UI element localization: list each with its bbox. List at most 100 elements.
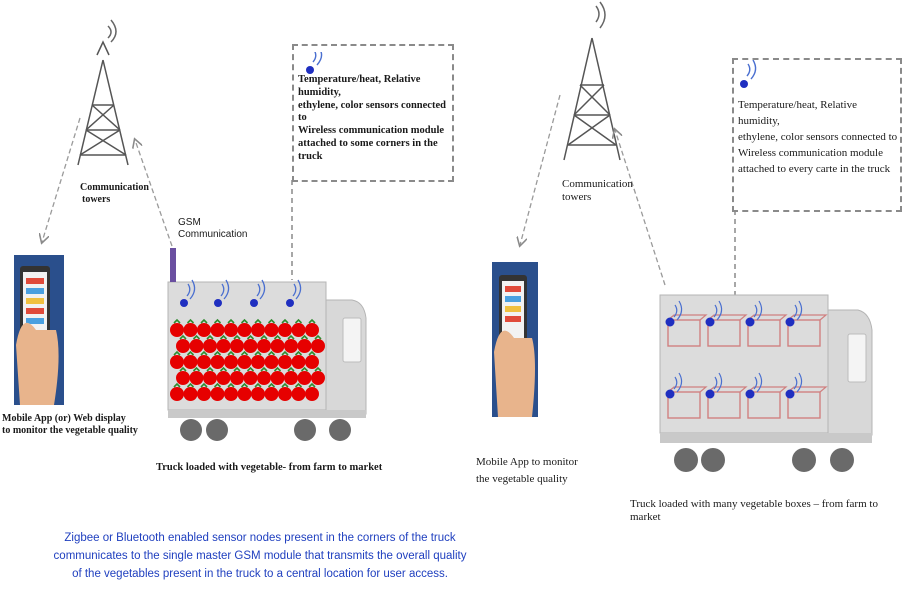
tomato-leaf (213, 382, 222, 388)
vegetable-box (747, 391, 781, 419)
tomato (189, 371, 204, 385)
sensor-node-icon (214, 299, 222, 307)
right-sensor-note-box (732, 58, 902, 212)
tomato-leaf (240, 382, 249, 388)
sensor-signal-icon (796, 372, 803, 393)
tomato-leaf (273, 334, 282, 340)
sensor-node-icon (705, 317, 715, 327)
tomato (311, 339, 325, 353)
tomato (170, 323, 184, 337)
tomato (237, 387, 252, 401)
tomato (278, 355, 292, 369)
tomato-leaf (281, 318, 289, 324)
sensor-signal-icon (189, 279, 196, 300)
right-sensor-note-line: attached to every carte in the truck (738, 162, 891, 175)
vegetable-box-lid (667, 314, 708, 321)
tomato (264, 355, 279, 369)
tomato-leaf (179, 366, 187, 372)
tomato (284, 371, 298, 385)
right-app-label: Mobile App to monitor the vegetable qual… (476, 454, 578, 487)
tomato (210, 355, 225, 369)
tomato-leaf (206, 366, 214, 372)
sensor-signal-icon (295, 279, 302, 300)
vegetable-box-lid (667, 386, 708, 393)
tomato (305, 355, 319, 369)
tomato-leaf (273, 366, 282, 372)
tomato (305, 387, 319, 401)
tomato (210, 323, 225, 337)
tomato (305, 323, 319, 337)
tomato (284, 339, 298, 353)
tomato-leaf (200, 318, 208, 324)
left-app-label: Mobile App (or) Web display to monitor t… (2, 413, 138, 437)
tomato (297, 339, 312, 353)
tomato (216, 371, 231, 385)
left-sensor-note: Temperature/heat, Relative humidity, eth… (298, 74, 450, 164)
tomato (183, 323, 198, 337)
tomato-leaf (308, 318, 316, 324)
vegetable-box (667, 391, 701, 419)
vegetable-box-lid (787, 386, 828, 393)
tomato-leaf (206, 334, 214, 340)
sensor-signal-icon (676, 300, 683, 321)
tomato-leaf (254, 382, 262, 388)
tomato (257, 371, 271, 385)
sensor-node-icon (665, 317, 675, 327)
tomato (230, 339, 244, 353)
left-tower-label-line: Communication (80, 182, 149, 193)
tomato-leaf (294, 350, 303, 356)
tomato-leaf (219, 366, 228, 372)
tomato-leaf (227, 382, 235, 388)
vegetable-box-lid (747, 314, 788, 321)
vegetable-box-lid (747, 386, 788, 393)
tomato-leaf (267, 350, 276, 356)
sensor-node-icon (286, 299, 294, 307)
tomato (291, 355, 306, 369)
left-app-label-line: Mobile App (or) Web display (2, 413, 126, 424)
sensor-signal-icon (716, 372, 723, 393)
vegetable-box (707, 391, 741, 419)
right-arrow-tower-to-phone (520, 94, 561, 245)
tomato-leaf (200, 350, 208, 356)
footer-note-line: of the vegetables present in the truck t… (72, 567, 448, 580)
tomato (197, 355, 211, 369)
tomato (251, 355, 265, 369)
sensor-node-icon (785, 389, 795, 399)
tomato-leaf (173, 318, 181, 324)
tomato (183, 387, 198, 401)
left-phone-in-hand-icon (14, 255, 64, 405)
footer-note-line: Zigbee or Bluetooth enabled sensor nodes… (64, 532, 456, 544)
sensor-signal-icon (793, 304, 798, 318)
tomato (243, 339, 258, 353)
tomato (251, 387, 265, 401)
left-app-label-line: to monitor the vegetable quality (2, 425, 138, 437)
tomato-leaf (233, 366, 241, 372)
sensor-signal-icon (673, 376, 678, 390)
tomato-leaf (281, 350, 289, 356)
sensor-signal-icon (676, 372, 683, 393)
tomato (176, 371, 190, 385)
tomato-leaf (200, 382, 208, 388)
tomato (224, 355, 238, 369)
tomato-leaf (192, 366, 201, 372)
left-sensor-note-line: Temperature/heat, Relative humidity, (298, 74, 421, 98)
tomato (237, 323, 252, 337)
left-tower-signal-icon (107, 19, 117, 43)
tomato (170, 355, 184, 369)
sensor-signal-icon (223, 279, 230, 300)
vegetable-box-lid (707, 314, 748, 321)
left-sensor-note-line: attached to some corners in the truck (298, 137, 438, 162)
tomato (230, 371, 244, 385)
tomato (311, 371, 325, 385)
tomato (224, 323, 238, 337)
tomato-leaf (233, 334, 241, 340)
left-gsm-antenna (170, 248, 176, 282)
tomato (189, 339, 204, 353)
sensor-node-icon (745, 389, 755, 399)
left-sensor-nodes (180, 279, 302, 307)
sensor-signal-icon (186, 283, 191, 297)
vegetable-box (667, 319, 701, 347)
sensor-node-icon (250, 299, 258, 307)
left-tomato-load (170, 318, 325, 401)
